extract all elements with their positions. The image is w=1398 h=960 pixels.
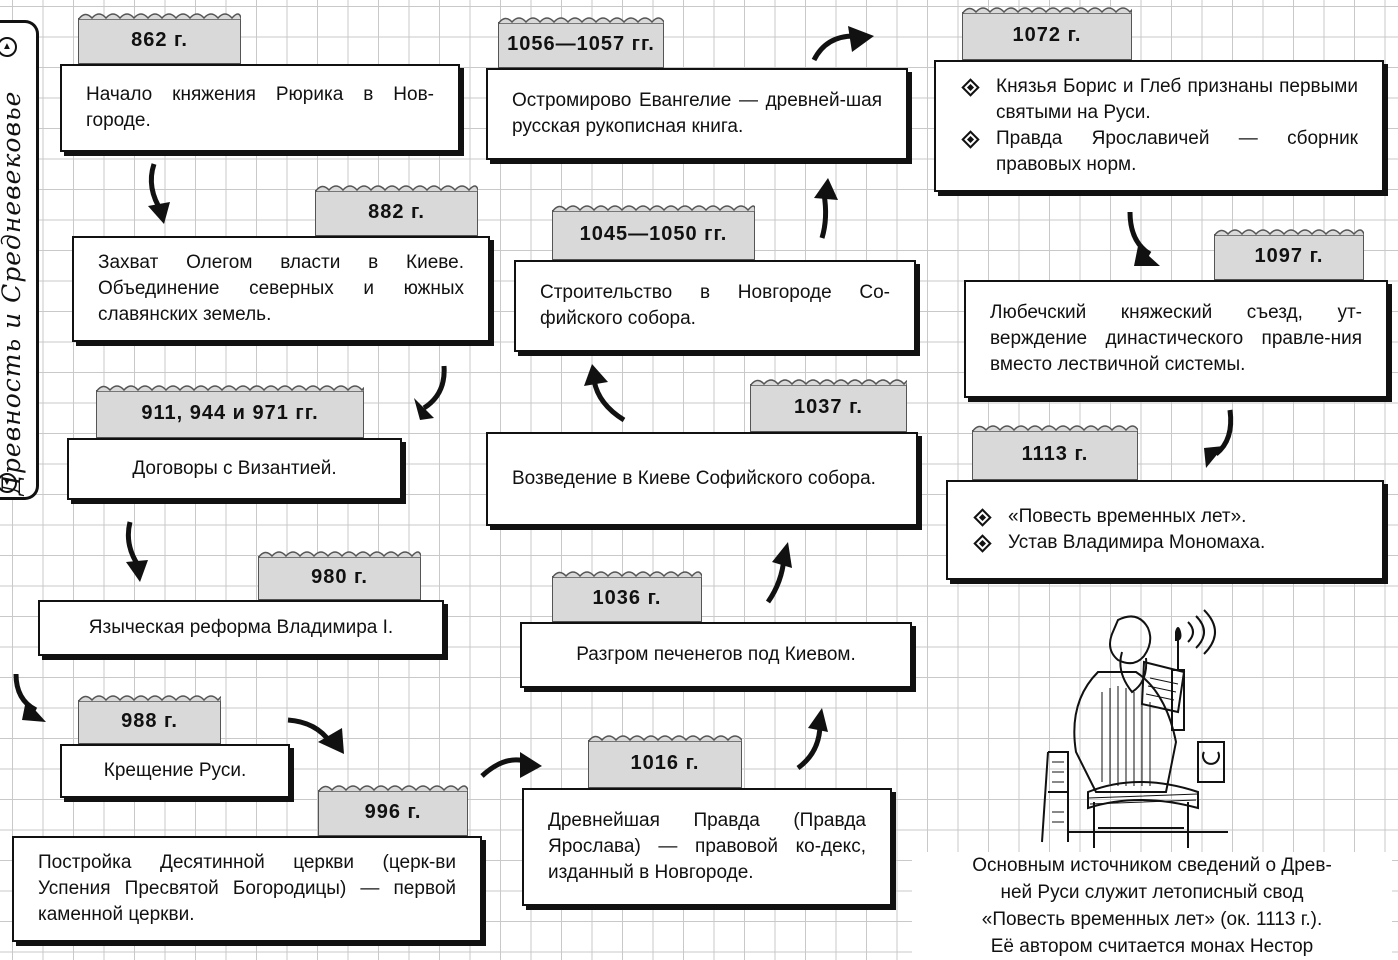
section-side-tab: ▲ Древность и Средневековье ▼ — [0, 20, 39, 500]
arrow-1072-to-1097-icon — [1127, 211, 1160, 266]
arrow-996-to-1016-icon — [480, 752, 542, 778]
triangle-up-icon: ▲ — [0, 37, 17, 57]
date-label: 1113 г. — [1021, 443, 1089, 465]
arrow-980-to-988-icon — [13, 673, 46, 722]
date-label: 882 г. — [368, 201, 425, 223]
event-card-1097: Любечский княжеский съезд, ут-верждение … — [964, 280, 1388, 398]
torn-edge-decoration — [1214, 229, 1364, 236]
date-label: 1072 г. — [1012, 24, 1082, 46]
torn-edge-decoration — [972, 425, 1138, 432]
arrow-1036-to-1037-icon — [765, 542, 792, 604]
date-label: 980 г. — [311, 566, 368, 588]
event-card-911: Договоры с Византией. — [67, 438, 402, 500]
arrow-1016-to-1036-icon — [796, 708, 828, 771]
event-text: Остромирово Евангелие — древней-шая русс… — [512, 90, 882, 137]
caption-line-3: «Повесть временных лет» (ок. 1113 г.). — [981, 909, 1323, 930]
triangle-down-icon: ▼ — [0, 473, 17, 493]
date-tag-1056: 1056—1057 гг. — [498, 17, 664, 68]
arrow-1097-to-1113-icon — [1204, 409, 1234, 468]
monk-nestor-illustration — [1041, 609, 1228, 848]
list-item: Устав Владимира Мономаха. — [972, 530, 1358, 556]
event-text: Древнейшая Правда (Правда Ярослава) — пр… — [548, 810, 866, 883]
list-item: Правда Ярославичей — сборник правовых но… — [960, 126, 1358, 178]
torn-edge-decoration — [588, 735, 742, 742]
arrow-1056-to-1072-icon — [811, 26, 874, 62]
caption-line-1: Основным источником сведений о Древ- — [972, 855, 1332, 876]
date-tag-1097: 1097 г. — [1214, 229, 1364, 280]
date-label: 911, 944 и 971 гг. — [141, 402, 319, 424]
event-text: Языческая реформа Владимира I. — [88, 617, 394, 638]
section-title: Древность и Средневековье — [0, 90, 26, 496]
event-card-1016: Древнейшая Правда (Правда Ярослава) — пр… — [522, 788, 892, 906]
date-label: 1036 г. — [592, 587, 662, 609]
torn-edge-decoration — [552, 205, 755, 212]
date-tag-1113: 1113 г. — [972, 425, 1138, 480]
event-text: Постройка Десятинной церкви (церк-ви Усп… — [38, 852, 456, 925]
date-tag-1016: 1016 г. — [588, 735, 742, 788]
event-card-996: Постройка Десятинной церкви (церк-ви Усп… — [12, 836, 482, 942]
date-label: 1045—1050 гг. — [579, 223, 728, 245]
date-label: 996 г. — [364, 801, 422, 823]
event-text: Разгром печенегов под Киевом. — [576, 644, 856, 665]
date-tag-1072: 1072 г. — [962, 7, 1132, 60]
torn-edge-decoration — [498, 17, 664, 24]
event-card-862: Начало княжения Рюрика в Нов-городе. — [60, 64, 460, 152]
arrow-1037-to-1045-icon — [584, 364, 626, 423]
event-text: Начало княжения Рюрика в Нов-городе. — [86, 84, 434, 131]
date-tag-1045: 1045—1050 гг. — [552, 205, 755, 260]
event-text: Строительство в Новгороде Со-фийского со… — [540, 282, 890, 329]
event-card-988: Крещение Руси. — [60, 744, 290, 798]
date-label: 988 г. — [121, 710, 178, 732]
event-list: «Повесть временных лет». Устав Владимира… — [972, 504, 1358, 556]
torn-edge-decoration — [750, 379, 907, 386]
list-item: Князья Борис и Глеб признаны первыми свя… — [960, 74, 1358, 126]
event-card-1113: «Повесть временных лет». Устав Владимира… — [946, 480, 1384, 580]
event-list: Князья Борис и Глеб признаны первыми свя… — [960, 74, 1358, 178]
torn-edge-decoration — [258, 551, 421, 558]
date-tag-911: 911, 944 и 971 гг. — [96, 385, 364, 438]
event-card-980: Языческая реформа Владимира I. — [38, 600, 444, 656]
date-label: 1097 г. — [1254, 245, 1324, 267]
date-label: 862 г. — [131, 29, 188, 51]
caption-line-2: ней Руси служит летописный свод — [1000, 882, 1304, 903]
torn-edge-decoration — [318, 785, 468, 792]
arrow-911-to-980-icon — [125, 521, 148, 582]
torn-edge-decoration — [78, 695, 221, 702]
event-text: Любечский княжеский съезд, ут-верждение … — [990, 302, 1362, 375]
event-text: Возведение в Киеве Софийского собора. — [512, 468, 876, 489]
arrow-862-to-882-icon — [148, 163, 170, 224]
caption-text: Основным источником сведений о Древ- ней… — [912, 852, 1392, 960]
event-text: Договоры с Византией. — [132, 458, 337, 479]
date-tag-980: 980 г. — [258, 551, 421, 600]
torn-edge-decoration — [552, 571, 702, 578]
arrow-1045-to-1056-icon — [814, 178, 838, 239]
date-tag-882: 882 г. — [315, 185, 478, 236]
event-text: Захват Олегом власти в Киеве. Объединени… — [98, 252, 464, 325]
torn-edge-decoration — [962, 7, 1132, 14]
event-card-882: Захват Олегом власти в Киеве. Объединени… — [72, 236, 490, 342]
date-tag-988: 988 г. — [78, 695, 221, 744]
date-label: 1037 г. — [794, 396, 863, 418]
event-card-1072: Князья Борис и Глеб признаны первыми свя… — [934, 60, 1384, 192]
date-label: 1016 г. — [630, 752, 700, 774]
date-tag-862: 862 г. — [78, 13, 241, 64]
arrow-988-to-996-icon — [287, 717, 344, 754]
caption-line-4: Её автором считается монах Нестор — [990, 936, 1314, 957]
event-card-1045: Строительство в Новгороде Со-фийского со… — [514, 260, 916, 352]
list-item: «Повесть временных лет». — [972, 504, 1358, 530]
event-card-1056: Остромирово Евангелие — древней-шая русс… — [486, 68, 908, 160]
date-tag-1037: 1037 г. — [750, 379, 907, 432]
event-text: Крещение Руси. — [103, 760, 247, 781]
date-tag-1036: 1036 г. — [552, 571, 702, 622]
date-label: 1056—1057 гг. — [507, 33, 655, 55]
arrow-882-to-911-icon — [414, 365, 447, 420]
torn-edge-decoration — [78, 13, 241, 20]
event-card-1036: Разгром печенегов под Киевом. — [520, 622, 912, 688]
torn-edge-decoration — [315, 185, 478, 192]
event-card-1037: Возведение в Киеве Софийского собора. — [486, 432, 918, 526]
torn-edge-decoration — [96, 385, 364, 392]
date-tag-996: 996 г. — [318, 785, 468, 836]
